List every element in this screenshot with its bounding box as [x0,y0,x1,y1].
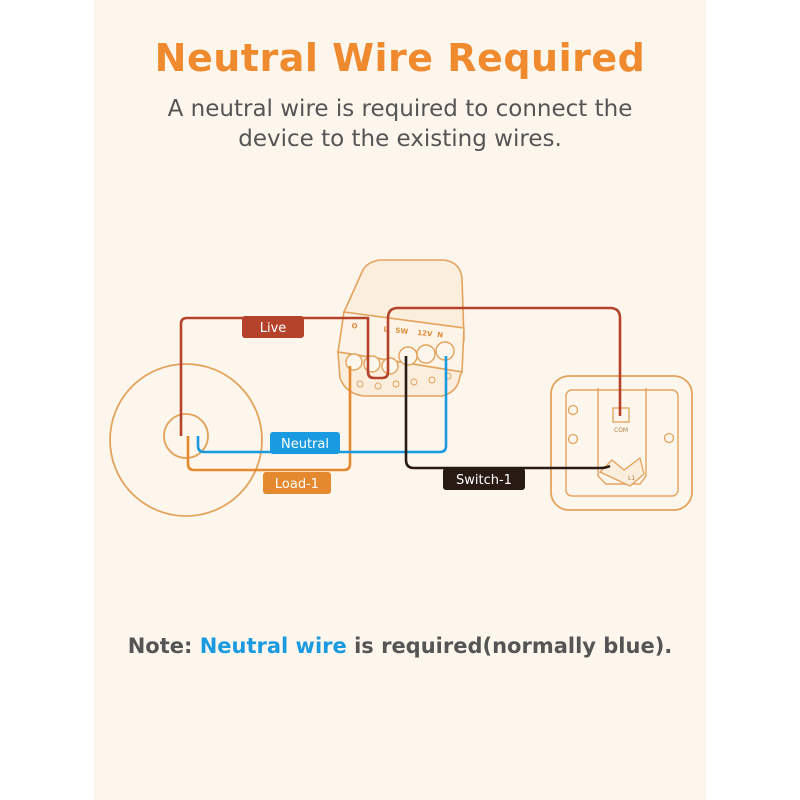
l1-terminal-label: L1 [628,475,635,482]
wire-entry-hole [392,380,400,388]
module-top-face [342,259,465,342]
screw-terminal-sw [381,357,399,375]
subtitle: A neutral wire is required to connect th… [0,94,800,154]
wire-entry-hole [428,376,436,384]
switch-mechanism [597,388,647,485]
wire-entry-hole [356,380,364,388]
subtitle-line-2: device to the existing wires. [238,126,562,152]
mounting-screw [567,433,579,445]
ceiling-light [109,363,263,517]
ceiling-light-outer [109,363,263,517]
note-highlight: Neutral wire [199,634,347,658]
com-terminal-label: COM [614,427,628,434]
terminal-label-n: N [437,331,444,340]
switch-label: Switch-1 [443,468,525,490]
load-label: Load-1 [263,472,331,494]
neutral-label: Neutral [270,432,340,454]
switch-wire [404,356,611,470]
live-label: Live [242,316,304,338]
switch-label-text: Switch-1 [456,473,512,488]
load-label-box [263,472,331,494]
mounting-screw [567,404,579,416]
terminal-label-l: L [383,325,389,333]
terminal-label-sw: SW [395,327,409,336]
note-prefix: Note: [127,634,200,658]
live-wire [179,306,622,436]
note: Note: Neutral wire is required(normally … [0,634,800,658]
terminal-label-12v: 12V [417,329,433,339]
neutral-label-box [270,432,340,454]
wall-switch: COM L1 [550,375,693,511]
live-label-box [242,316,304,338]
wall-switch-plate [550,375,693,511]
page-title: Neutral Wire Required [154,36,646,80]
switch-label-box [443,468,525,490]
wire-entry-hole [374,382,382,390]
screw-terminal-o [345,353,363,371]
screw-terminal-l [363,355,381,373]
terminal-label-o: O [351,322,358,331]
wall-switch-frame [565,389,679,497]
subtitle-line-1: A neutral wire is required to connect th… [167,96,633,122]
screw-terminal-12v [416,344,436,364]
wire-entry-hole [410,378,418,386]
note-suffix: is required(normally blue). [346,634,673,658]
live-label-text: Live [260,321,287,336]
load-wire [186,366,352,472]
neutral-label-text: Neutral [281,437,329,452]
screw-terminal-switch [398,346,418,366]
mounting-screw [663,432,675,444]
load-label-text: Load-1 [275,477,319,492]
l1-terminal [598,456,645,487]
